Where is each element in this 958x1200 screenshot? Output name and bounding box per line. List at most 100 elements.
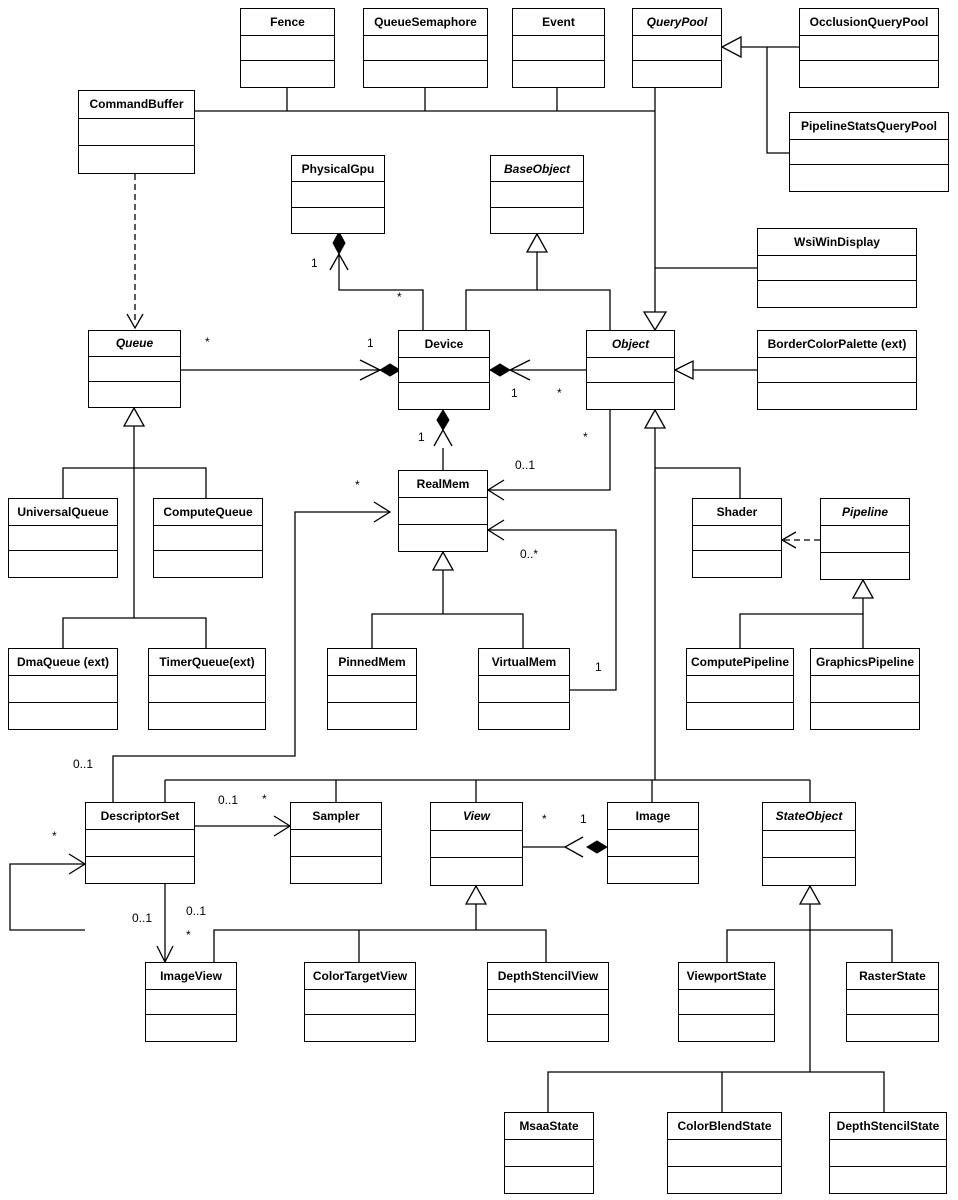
computepipeline-pipeline-line <box>739 613 864 648</box>
virtualmem-realmem-arrowhead <box>486 519 505 541</box>
attributes-compartment <box>668 1140 781 1167</box>
device-object-composition-diamond <box>489 363 511 377</box>
class-name: DmaQueue (ext) <box>9 649 117 677</box>
attributes-compartment <box>608 830 698 857</box>
object-device-arrowhead <box>508 359 531 381</box>
operations-compartment <box>790 165 948 191</box>
object-realmem-line <box>488 410 611 491</box>
class-name: ComputeQueue <box>154 499 262 526</box>
class-name: TimerQueue(ext) <box>149 649 265 677</box>
attributes-compartment <box>305 990 415 1016</box>
class-name: ComputePipeline <box>687 649 793 677</box>
operations-compartment <box>847 1015 938 1041</box>
stateobject-generalization-arrow <box>798 884 822 905</box>
class-name: ViewportState <box>679 963 774 990</box>
class-universal-queue: UniversalQueue <box>8 498 118 578</box>
multiplicity-imageview-star: * <box>186 928 191 942</box>
baseobject-generalization-arrow <box>525 232 549 253</box>
class-name: Device <box>399 331 489 358</box>
class-view: View <box>430 802 523 886</box>
viewportstate-stateobject-line <box>726 929 893 962</box>
class-name: DescriptorSet <box>86 803 194 831</box>
class-pipeline: Pipeline <box>820 498 910 580</box>
operations-compartment <box>679 1015 774 1041</box>
class-raster-state: RasterState <box>846 962 939 1042</box>
attributes-compartment <box>146 990 236 1016</box>
multiplicity-descriptorset-realmem-star: * <box>355 478 360 492</box>
operations-compartment <box>811 703 919 729</box>
operations-compartment <box>758 383 916 409</box>
attributes-compartment <box>687 676 793 703</box>
shader-pipeline-branch <box>655 467 741 498</box>
operations-compartment <box>505 1167 593 1193</box>
class-sampler: Sampler <box>290 802 382 884</box>
multiplicity-queue-star: * <box>205 335 210 349</box>
attributes-compartment <box>758 256 916 282</box>
class-occlusion-query-pool: OcclusionQueryPool <box>799 8 939 88</box>
class-device: Device <box>398 330 490 410</box>
operations-compartment <box>633 61 721 87</box>
realmem-generalization-arrow <box>431 550 455 571</box>
operations-compartment <box>488 1015 608 1041</box>
operations-compartment <box>431 858 522 885</box>
operations-compartment <box>800 61 938 87</box>
class-shader: Shader <box>692 498 782 578</box>
multiplicity-realmem-device-1: 1 <box>418 430 425 444</box>
device-realmem-composition-diamond <box>436 409 450 431</box>
attributes-compartment <box>9 526 117 552</box>
view-image-arrowhead <box>563 836 584 858</box>
attributes-compartment <box>154 526 262 552</box>
class-compute-queue: ComputeQueue <box>153 498 263 578</box>
class-name: ImageView <box>146 963 236 990</box>
attributes-compartment <box>488 990 608 1016</box>
class-queue: Queue <box>88 330 181 408</box>
attributes-compartment <box>364 36 487 62</box>
pinnedmem-realmem-line <box>371 613 524 648</box>
class-graphics-pipeline: GraphicsPipeline <box>810 648 920 730</box>
class-name: StateObject <box>763 803 855 831</box>
attributes-compartment <box>505 1140 593 1167</box>
operations-compartment <box>292 208 384 233</box>
class-name: VirtualMem <box>479 649 569 677</box>
msaastate-stateobject-line <box>547 1071 885 1112</box>
class-name: Image <box>608 803 698 831</box>
operations-compartment <box>89 382 180 407</box>
attributes-compartment <box>587 358 674 384</box>
class-name: Sampler <box>291 803 381 831</box>
operations-compartment <box>154 551 262 577</box>
attributes-compartment <box>399 358 489 384</box>
class-event: Event <box>512 8 605 88</box>
class-wsi-win-display: WsiWinDisplay <box>757 228 917 308</box>
operations-compartment <box>291 857 381 883</box>
operations-compartment <box>364 61 487 87</box>
class-name: PipelineStatsQueryPool <box>790 113 948 140</box>
operations-compartment <box>693 551 781 577</box>
pipelinestats-querypool-line <box>766 47 789 154</box>
attributes-compartment <box>86 830 194 857</box>
physicalgpu-arrowhead <box>329 252 349 271</box>
class-color-blend-state: ColorBlendState <box>667 1112 782 1194</box>
class-command-buffer: CommandBuffer <box>78 90 195 174</box>
virtualmem-realmem-line <box>488 529 617 691</box>
attributes-compartment <box>399 498 487 525</box>
queue-generalization-arrow <box>122 406 146 427</box>
class-dma-queue: DmaQueue (ext) <box>8 648 118 730</box>
class-name: QueryPool <box>633 9 721 36</box>
operations-compartment <box>9 551 117 577</box>
class-query-pool: QueryPool <box>632 8 722 88</box>
realmem-device-arrowhead <box>433 428 453 447</box>
operations-compartment <box>668 1167 781 1193</box>
descriptorset-realmem-arrowhead <box>373 501 392 523</box>
multiplicity-sampler-star: * <box>262 792 267 806</box>
attributes-compartment <box>89 357 180 382</box>
dmaqueue-queue-line <box>62 617 207 648</box>
class-name: PhysicalGpu <box>292 156 384 183</box>
attributes-compartment <box>491 182 583 208</box>
universalqueue-queue-line <box>62 467 207 498</box>
class-depth-stencil-view: DepthStencilView <box>487 962 609 1042</box>
class-viewport-state: ViewportState <box>678 962 775 1042</box>
class-name: Shader <box>693 499 781 526</box>
descriptorset-realmem-line <box>112 511 390 802</box>
operations-compartment <box>513 61 604 87</box>
